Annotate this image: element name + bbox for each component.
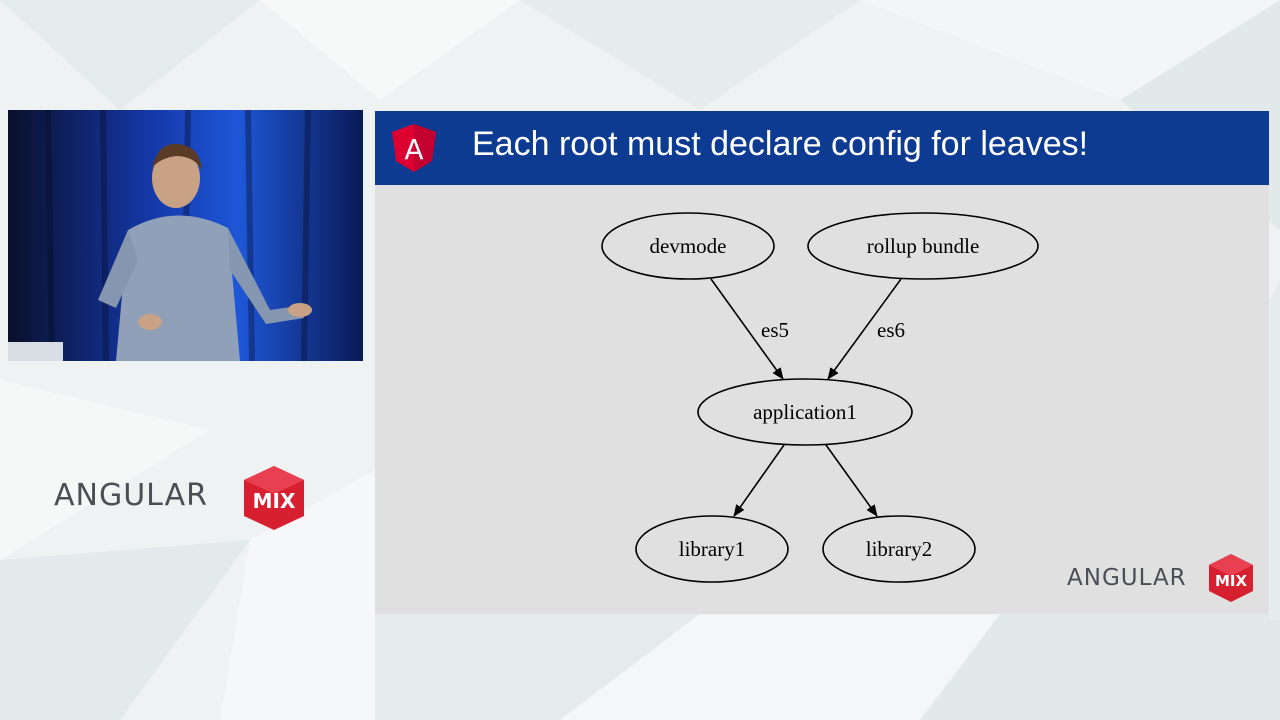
edge-label-es6: es6 — [877, 318, 905, 342]
speaker-image — [8, 110, 363, 361]
node-label-library1: library1 — [679, 537, 745, 561]
speaker-video — [8, 110, 363, 361]
mix-badge-text: MIX — [253, 489, 296, 513]
node-label-application1: application1 — [753, 400, 857, 424]
node-label-devmode: devmode — [650, 234, 727, 258]
slide-header: A Each root must declare config for leav… — [375, 111, 1269, 185]
node-application1 — [697, 378, 913, 446]
edge-label-es5: es5 — [761, 318, 789, 342]
edge-application1-to-library1 — [733, 444, 785, 517]
mix-badge-small-icon: MIX — [1209, 554, 1253, 602]
node-rollup — [807, 212, 1039, 280]
edge-application1-to-library2 — [825, 444, 878, 517]
node-label-library2: library2 — [866, 537, 932, 561]
node-label-rollup: rollup bundle — [867, 234, 980, 258]
slide-title: Each root must declare config for leaves… — [472, 125, 1089, 163]
brand-wordmark: ANGULAR — [54, 478, 208, 513]
edge-rollup-to-application1 — [827, 278, 902, 380]
node-library1 — [635, 515, 789, 583]
presentation-slide: A Each root must declare config for leav… — [375, 111, 1269, 614]
node-devmode — [601, 212, 775, 280]
dependency-graph: es5 es6 devmode rollup bundle application1 li… — [601, 212, 1039, 583]
edge-devmode-to-application1 — [710, 278, 784, 380]
brand-wordmark-small: ANGULAR — [1067, 565, 1187, 591]
angular-icon: A — [392, 124, 436, 172]
mix-badge-small-text: MIX — [1215, 572, 1248, 590]
angular-mix-logo-right: ANGULAR MIX — [1067, 551, 1257, 605]
angular-icon-letter: A — [404, 133, 423, 166]
angular-mix-logo-left: ANGULAR MIX — [54, 462, 314, 532]
node-library2 — [822, 515, 976, 583]
mix-badge-icon: MIX — [244, 466, 304, 530]
